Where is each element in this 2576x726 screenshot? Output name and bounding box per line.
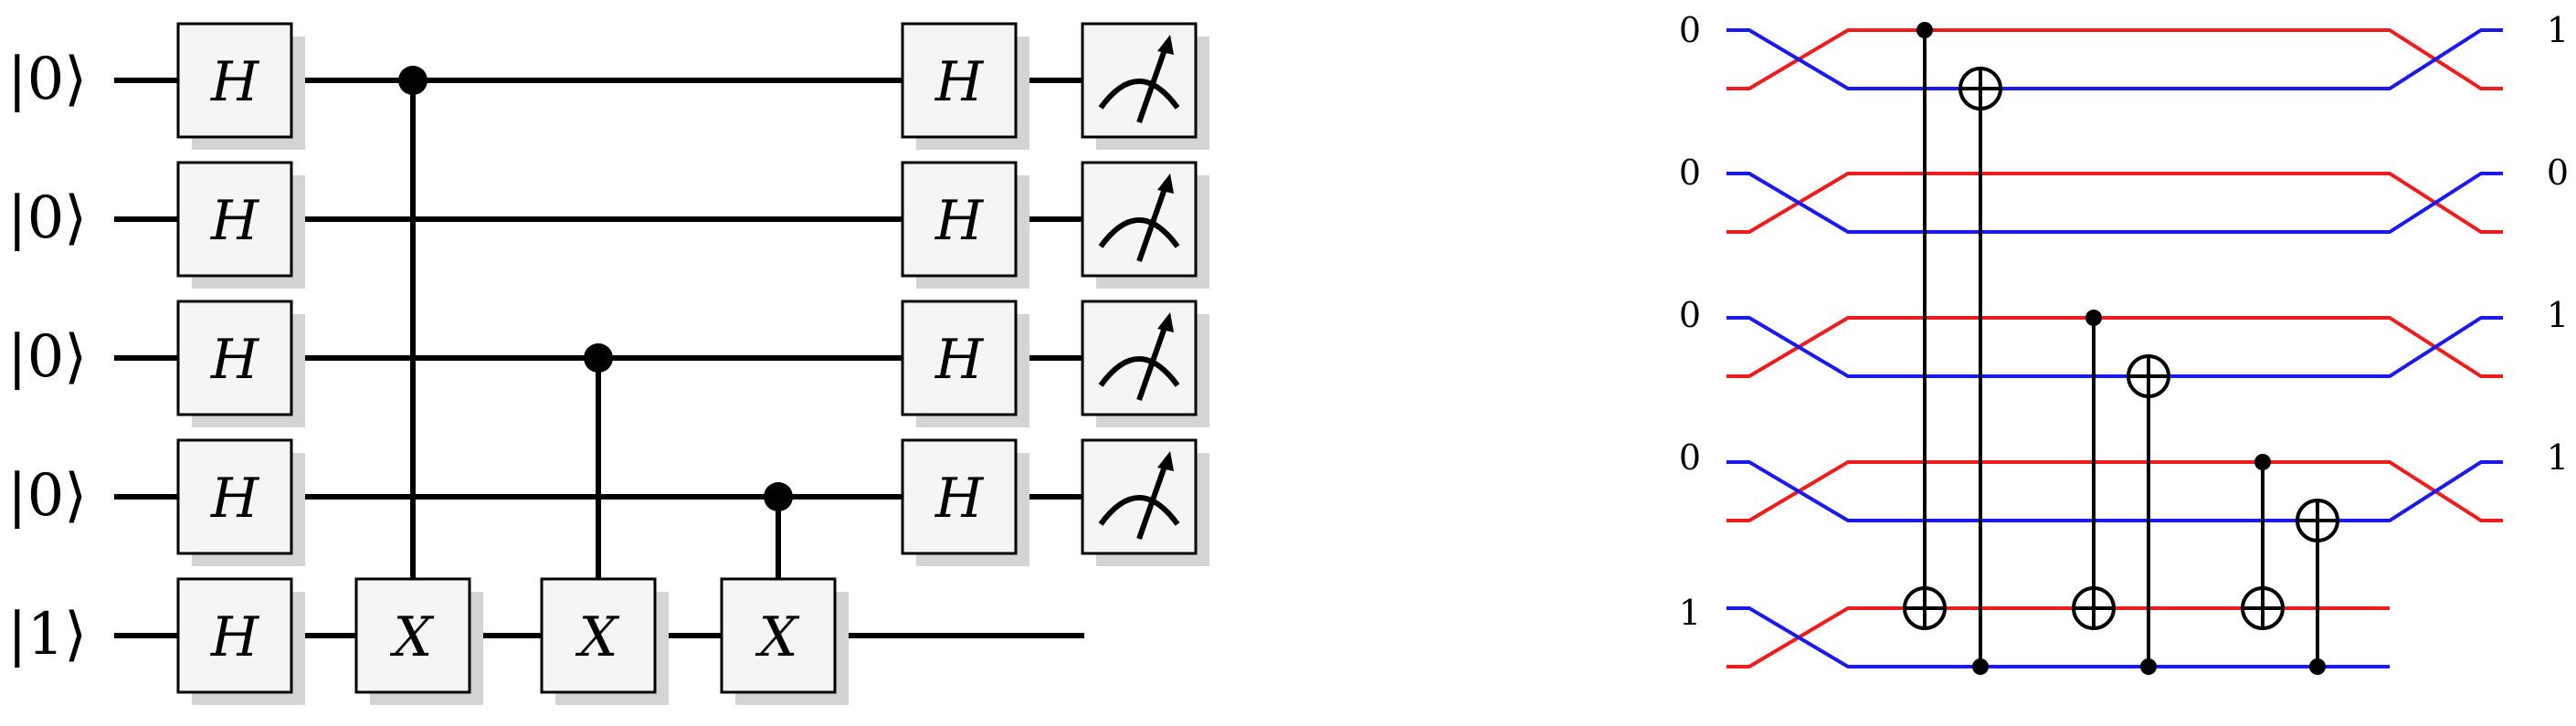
gate-label: H	[934, 467, 985, 531]
meter-icon-q1	[1081, 22, 1209, 150]
hadamard-gate-q1-out: H	[901, 22, 1029, 150]
gate-label: H	[210, 328, 260, 392]
gate-label: H	[210, 50, 260, 114]
gate-label: H	[210, 605, 260, 669]
meter-icon-q4	[1081, 438, 1209, 566]
hadamard-gate-q3-out: H	[901, 300, 1029, 427]
gate-label: H	[210, 189, 260, 253]
control-dot-q1	[398, 66, 428, 95]
hadamard-gate-q4-in: H	[176, 438, 305, 566]
input-label-q4: 0	[1679, 437, 1701, 478]
cnot-rail-gate-3	[2072, 310, 2116, 630]
ket-q5: |1⟩	[7, 601, 87, 668]
hadamard-gate-q4-out: H	[901, 438, 1029, 566]
cnot-rail-gate-4	[2127, 354, 2170, 675]
hadamard-gate-q2-in: H	[176, 161, 305, 289]
cnot-rail-gate-5	[2241, 454, 2285, 630]
gate-label: H	[934, 189, 985, 253]
ket-q3: |0⟩	[7, 323, 87, 391]
input-label-q2: 0	[1679, 153, 1701, 193]
gate-label: X	[575, 605, 620, 669]
cnot-rail-gate-6	[2296, 499, 2339, 675]
cnot-rail-gate-1	[1903, 22, 1947, 630]
input-label-q1: 0	[1679, 10, 1701, 50]
input-label-q5: 1	[1679, 593, 1701, 633]
gate-label: H	[934, 50, 985, 114]
rail-pair-q5	[1726, 606, 2390, 668]
x-gate-3: X	[720, 577, 849, 705]
ket-q4: |0⟩	[7, 462, 87, 530]
quantum-circuit: |0⟩ |0⟩ |0⟩ |0⟩ |1⟩ H H	[7, 22, 1209, 705]
control-dot-q3	[584, 343, 613, 373]
hadamard-gate-q2-out: H	[901, 161, 1029, 289]
photonic-circuit: 0 0 0 0 1 1 0 1 1	[1679, 10, 2569, 675]
gate-label: X	[755, 605, 800, 669]
ket-q2: |0⟩	[7, 184, 87, 252]
x-gate-2: X	[540, 577, 669, 705]
output-label-q4: 1	[2547, 437, 2569, 478]
gate-label: H	[210, 467, 260, 531]
ket-q1: |0⟩	[7, 46, 87, 113]
hadamard-gate-q1-in: H	[176, 22, 305, 150]
rail-pair-q2	[1726, 172, 2503, 234]
meter-icon-q2	[1081, 161, 1209, 289]
input-label-q3: 0	[1679, 295, 1701, 335]
output-label-q1: 1	[2547, 10, 2569, 50]
gate-label: H	[934, 328, 985, 392]
rail-pair-q1	[1726, 28, 2503, 90]
gate-label: X	[390, 605, 435, 669]
hadamard-gate-q3-in: H	[176, 300, 305, 427]
x-gate-1: X	[354, 577, 483, 705]
rail-pair-q3	[1726, 316, 2503, 378]
cnot-rail-gate-2	[1958, 67, 2002, 675]
hadamard-gate-q5-in: H	[176, 577, 305, 705]
meter-icon-q3	[1081, 300, 1209, 427]
output-label-q3: 1	[2547, 295, 2569, 335]
control-dot-q4	[764, 482, 793, 511]
output-label-q2: 0	[2547, 153, 2569, 193]
rail-pair-q4	[1726, 460, 2503, 522]
